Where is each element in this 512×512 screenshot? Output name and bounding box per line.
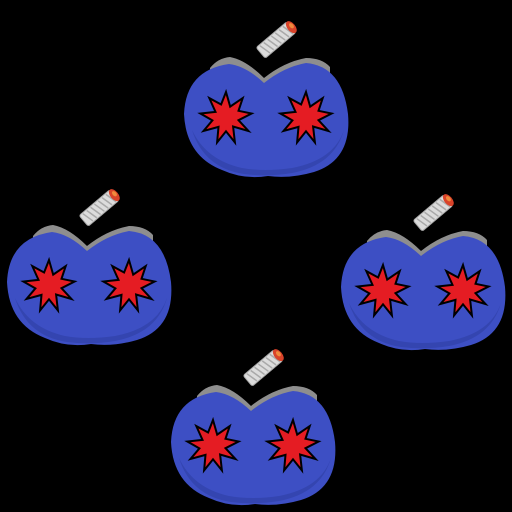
- bomb-sprites: [7, 21, 506, 506]
- starburst-left: [197, 88, 255, 146]
- fuse: [256, 21, 297, 58]
- bomb-sprite: [7, 189, 172, 346]
- bomb-sprite: [184, 21, 349, 178]
- starburst-right: [277, 88, 335, 146]
- starburst-right: [434, 261, 492, 319]
- starburst-right: [264, 416, 322, 474]
- bomb-body: [171, 391, 336, 506]
- bomb-sprite: [171, 349, 336, 506]
- bomb-body: [7, 231, 172, 346]
- bomb-body: [341, 236, 506, 351]
- starburst-left: [184, 416, 242, 474]
- starburst-right: [100, 256, 158, 314]
- fuse: [413, 194, 454, 231]
- bomb-body: [184, 63, 349, 178]
- bomb-sprite: [341, 194, 506, 351]
- fuse: [79, 189, 120, 226]
- fuse: [243, 349, 284, 386]
- starburst-left: [354, 261, 412, 319]
- starburst-left: [20, 256, 78, 314]
